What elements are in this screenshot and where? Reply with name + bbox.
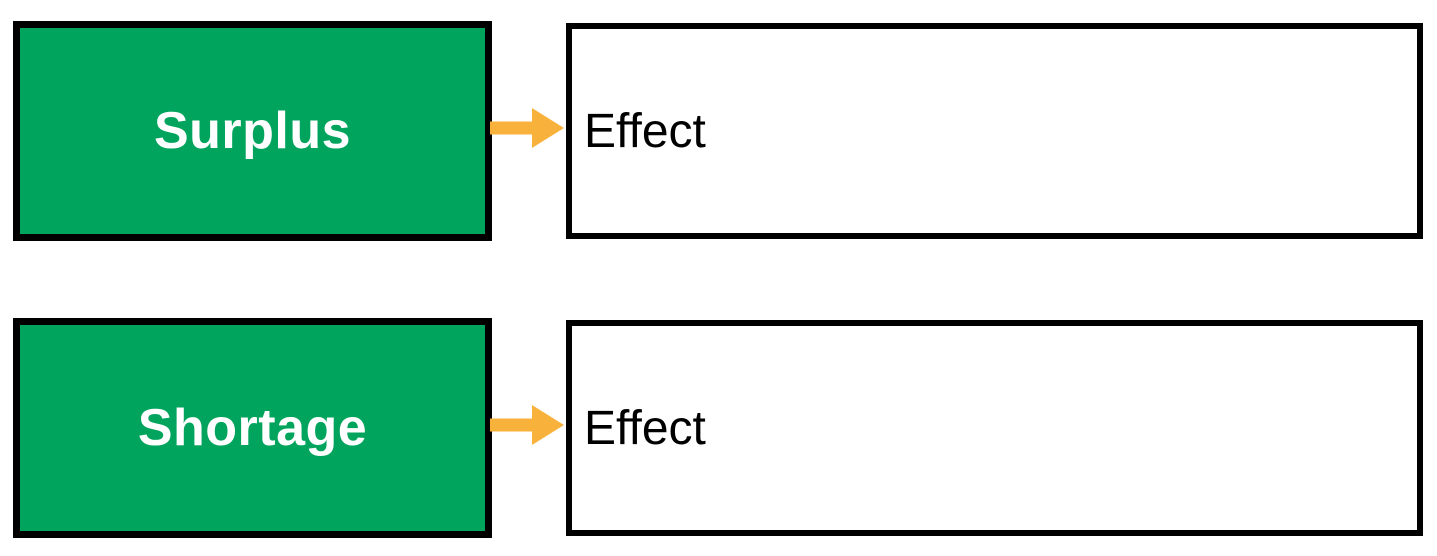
surplus-box-label: Surplus bbox=[153, 102, 352, 160]
shortage-effect-label: Effect bbox=[584, 401, 706, 455]
diagram-row-surplus: Surplus Effect bbox=[0, 21, 1437, 242]
surplus-box: Surplus bbox=[13, 21, 492, 241]
shortage-box-label: Shortage bbox=[137, 399, 368, 457]
shortage-effect-box[interactable]: Effect bbox=[566, 320, 1423, 536]
arrow-right-icon bbox=[490, 405, 564, 445]
shortage-box: Shortage bbox=[13, 318, 492, 538]
diagram-row-shortage: Shortage Effect bbox=[0, 318, 1437, 539]
arrow-right-icon bbox=[490, 108, 564, 148]
surplus-effect-label: Effect bbox=[584, 104, 706, 158]
surplus-effect-box[interactable]: Effect bbox=[566, 23, 1423, 239]
